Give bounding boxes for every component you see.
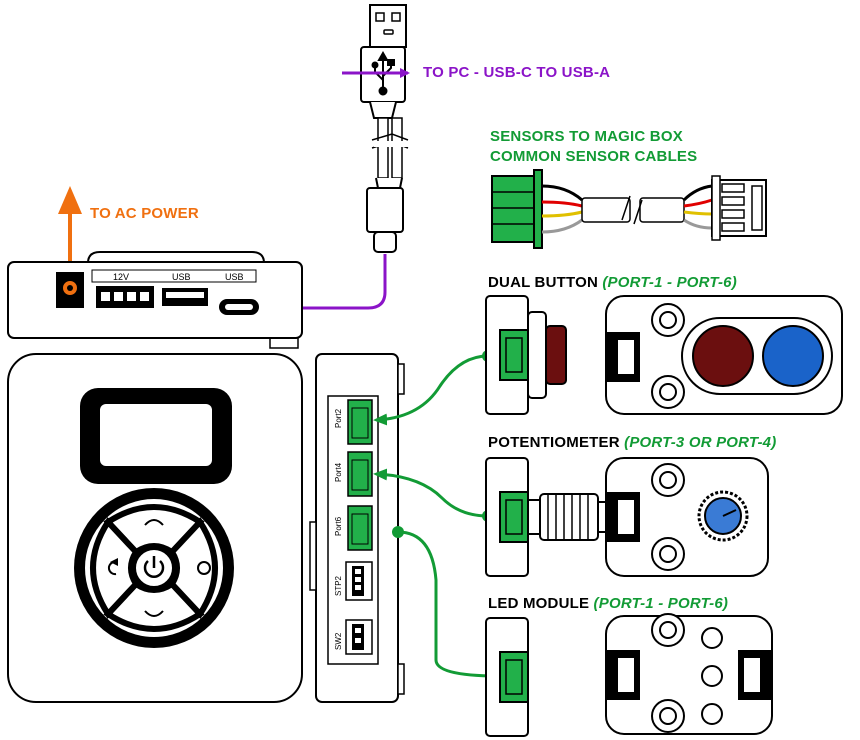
power-icon bbox=[143, 556, 165, 578]
port-label-usb2: USB bbox=[225, 272, 244, 282]
port-label-12v: 12V bbox=[113, 272, 129, 282]
blue-button bbox=[762, 325, 824, 387]
led-2 bbox=[701, 665, 723, 687]
potentiometer-heading: POTENTIOMETER (PORT-3 OR PORT-4) bbox=[488, 434, 776, 451]
magic-box-top-view: 12V USB USB bbox=[7, 251, 303, 349]
red-button bbox=[692, 325, 754, 387]
dual-button-title: DUAL BUTTON bbox=[488, 274, 598, 291]
potentiometer-side-view bbox=[485, 457, 607, 577]
led-module-top-view bbox=[605, 613, 773, 735]
usb-cable bbox=[371, 117, 409, 179]
ac-power-label: TO AC POWER bbox=[90, 205, 199, 222]
dual-button-heading: DUAL BUTTON (PORT-1 - PORT-6) bbox=[488, 274, 737, 291]
usb-connection-line bbox=[262, 254, 387, 313]
down-icon bbox=[144, 610, 164, 617]
magic-box-side-view: Port2 Port4 Port6 STP2 SW2 bbox=[309, 353, 405, 703]
port4-label: Port4 bbox=[334, 462, 343, 482]
led-module-ports: (PORT-1 - PORT-6) bbox=[593, 595, 729, 612]
dual-button-top-view bbox=[605, 295, 843, 415]
led-module-title: LED MODULE bbox=[488, 595, 590, 612]
sensor-cables-label-line1: SENSORS TO MAGIC BOX bbox=[490, 128, 683, 145]
stp2-label: STP2 bbox=[334, 575, 343, 596]
dual-button-connection-line bbox=[373, 354, 489, 426]
magic-box-front-view bbox=[7, 353, 303, 703]
dual-button-ports: (PORT-1 - PORT-6) bbox=[602, 274, 737, 291]
sensor-cables-label-line2: COMMON SENSOR CABLES bbox=[490, 148, 698, 165]
sensor-cable bbox=[491, 169, 767, 249]
port2-label: Port2 bbox=[334, 408, 343, 428]
usb-c-plug bbox=[366, 177, 404, 253]
led-module-connection-line bbox=[397, 530, 501, 682]
potentiometer-connection-line bbox=[373, 468, 489, 518]
up-icon bbox=[144, 519, 164, 526]
led-module-heading: LED MODULE (PORT-1 - PORT-6) bbox=[488, 595, 728, 612]
led-1 bbox=[701, 627, 723, 649]
port-label-usb1: USB bbox=[172, 272, 191, 282]
sw2-label: SW2 bbox=[334, 632, 343, 650]
back-icon bbox=[107, 558, 118, 576]
led-module-side-view bbox=[485, 617, 529, 737]
led-3 bbox=[701, 703, 723, 725]
dpad bbox=[90, 504, 218, 632]
potentiometer-title: POTENTIOMETER bbox=[488, 434, 620, 451]
usb-a-plug bbox=[360, 4, 407, 119]
dual-button-side-view bbox=[485, 295, 567, 415]
usb-cable-label: TO PC - USB-C TO USB-A bbox=[423, 64, 611, 81]
ok-icon bbox=[197, 561, 211, 575]
port6-label: Port6 bbox=[334, 516, 343, 536]
potentiometer-top-view bbox=[605, 457, 769, 577]
ac-power-arrow bbox=[58, 186, 82, 262]
potentiometer-ports: (PORT-3 OR PORT-4) bbox=[624, 434, 777, 451]
